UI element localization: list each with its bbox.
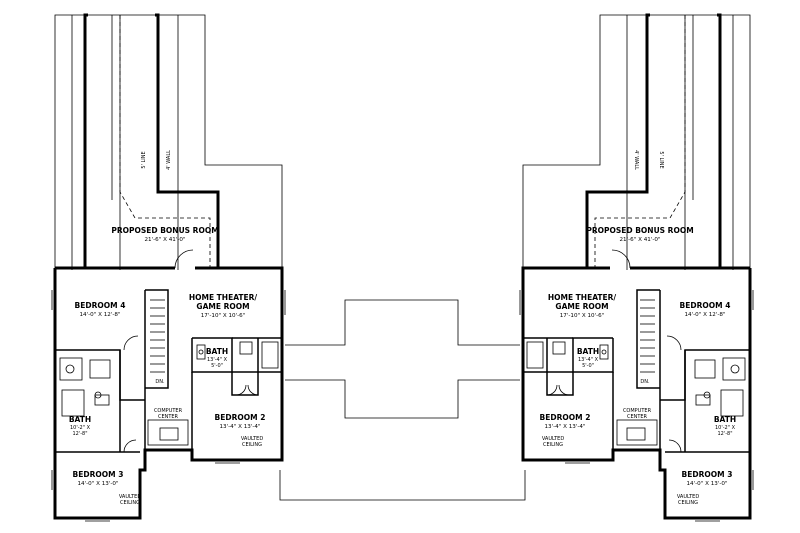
right-floor-plan: PROPOSED BONUS ROOM 21'-6" X 41'-0" HOME… — [519, 13, 754, 522]
bath-small-label-right: BATH — [577, 347, 599, 356]
bedroom3-dims-right: 14'-0" X 13'-0" — [687, 481, 728, 487]
center-connector — [285, 299, 520, 419]
vaulted-label-b3-2: CEILING — [120, 500, 140, 506]
theater-label-2-right: GAME ROOM — [555, 302, 608, 311]
bath-small-dims-1-right: 13'-4" X — [578, 357, 599, 363]
bedroom4-dims-right: 14'-0" X 12'-8" — [685, 312, 726, 318]
vaulted-label-b3-1-right: VAULTED — [677, 494, 699, 500]
bath-large-dims-1: 10'-2" X — [70, 425, 91, 431]
vaulted-label-b2-2: CEILING — [242, 442, 262, 448]
vaulted-label-b2-1: VAULTED — [241, 436, 263, 442]
bedroom3-label: BEDROOM 3 — [73, 470, 124, 479]
theater-label-2: GAME ROOM — [196, 302, 249, 311]
wall-note-right: 4' WALL — [633, 150, 639, 170]
bath-large-label-right: BATH — [714, 415, 736, 424]
wall-note: 4' WALL — [166, 150, 172, 170]
theater-dims-right: 17'-10" X 10'-6" — [560, 313, 605, 319]
vaulted-label-b3-2-right: CEILING — [678, 500, 698, 506]
bonus-room-label-right: PROPOSED BONUS ROOM — [586, 226, 693, 235]
bath-small-label: BATH — [206, 347, 228, 356]
bedroom3-label-right: BEDROOM 3 — [682, 470, 733, 479]
interior-walls — [55, 249, 282, 460]
vaulted-label-b2-2-right: CEILING — [543, 442, 563, 448]
computer-center-label-2-right: CENTER — [627, 414, 648, 420]
vaulted-label-b2-1-right: VAULTED — [542, 436, 564, 442]
bath-small-dims-1: 13'-4" X — [207, 357, 228, 363]
computer-center-label-1: COMPUTER — [154, 408, 183, 414]
bedroom2-dims-right: 13'-4" X 13'-4" — [545, 424, 586, 430]
bedroom4-label: BEDROOM 4 — [75, 301, 126, 310]
bedroom2-label: BEDROOM 2 — [215, 413, 266, 422]
stair-dn-label-right: DN. — [640, 379, 650, 385]
bath-large-dims-1-right: 10'-2" X — [715, 425, 736, 431]
theater-label-1: HOME THEATER/ — [189, 293, 258, 302]
bedroom2-label-right: BEDROOM 2 — [540, 413, 591, 422]
theater-label-1-right: HOME THEATER/ — [548, 293, 617, 302]
bonus-room-walls — [83, 13, 88, 268]
bedroom3-dims: 14'-0" X 13'-0" — [78, 481, 119, 487]
computer-center-label-1-right: COMPUTER — [623, 408, 652, 414]
bath-small-dims-2-right: 5'-0" — [582, 363, 594, 369]
staircase — [150, 299, 165, 373]
line-note: 5' LINE — [141, 151, 147, 168]
left-floor-plan: PROPOSED BONUS ROOM 21'-6" X 41'-0" HOME… — [51, 13, 520, 522]
stair-dn-label: DN. — [155, 379, 165, 385]
attic-outline — [54, 14, 520, 501]
bedroom4-label-right: BEDROOM 4 — [680, 301, 731, 310]
bonus-room-dims-right: 21'-6" X 41'-0" — [620, 237, 661, 243]
bedroom4-dims: 14'-0" X 12'-8" — [80, 312, 121, 318]
computer-center-label-2: CENTER — [158, 414, 179, 420]
theater-dims: 17'-10" X 10'-6" — [201, 313, 246, 319]
bath-large-dims-2-right: 12'-8" — [717, 431, 732, 437]
bath-small-dims-2: 5'-0" — [211, 363, 223, 369]
bath-large-label: BATH — [69, 415, 91, 424]
bedroom2-dims: 13'-4" X 13'-4" — [220, 424, 261, 430]
vaulted-label-b3-1: VAULTED — [119, 494, 141, 500]
bath-large-dims-2: 12'-8" — [72, 431, 87, 437]
line-note-right: 5' LINE — [658, 151, 664, 168]
bonus-room-dims: 21'-6" X 41'-0" — [145, 237, 186, 243]
bonus-room-label: PROPOSED BONUS ROOM — [111, 226, 218, 235]
